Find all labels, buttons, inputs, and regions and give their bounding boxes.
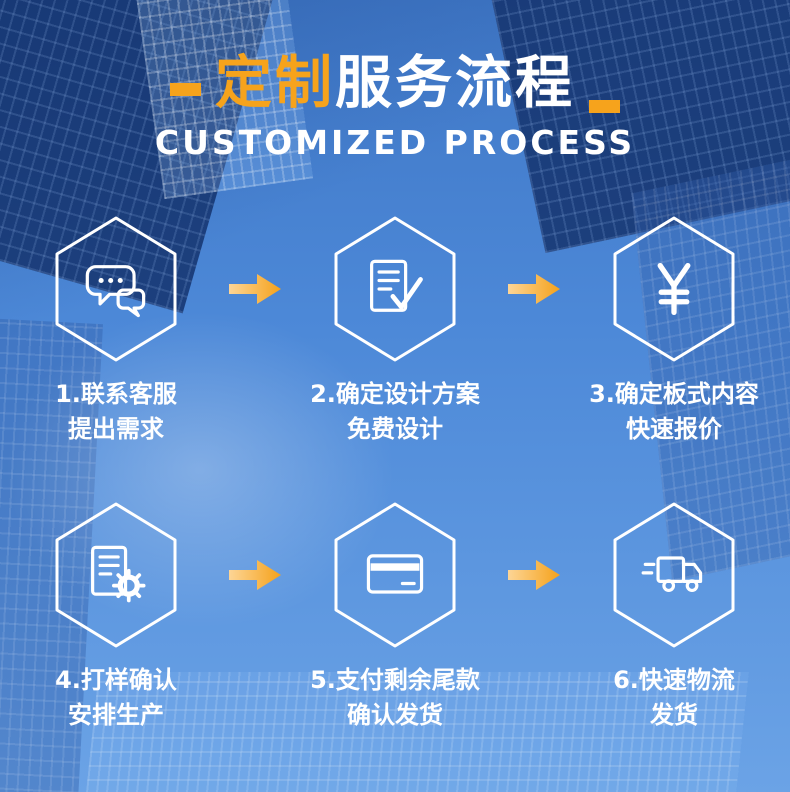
step-label-line2: 安排生产 [67,701,164,730]
step-label-line2: 免费设计 [346,414,443,443]
process-flow: 1.联系客服 提出需求 [0,214,790,733]
title-highlight: 定制 [215,50,335,116]
page-subtitle: CUSTOMIZED PROCESS [154,122,636,162]
title-accent-left [170,82,201,96]
step-label-line1: 4.打样确认 [55,666,177,695]
step-label: 6.快速物流 发货 [613,663,735,733]
hexagon-frame [330,214,460,364]
process-step-3: 3.确定板式内容 快速报价 [562,214,787,447]
credit-card-icon [366,554,424,595]
arrow-icon [507,557,562,593]
hexagon-frame [609,214,739,364]
process-step-5: 5.支付剩余尾款 确认发货 [283,500,508,733]
design-document-check-icon [370,259,423,312]
process-row-1: 1.联系客服 提出需求 [0,214,790,447]
hexagon-outline [334,216,456,362]
hexagon-outline [613,216,735,362]
step-label-line2: 快速报价 [625,414,722,443]
yuan-price-icon [657,262,691,315]
hexagon-frame [51,500,181,650]
process-step-6: 6.快速物流 发货 [562,500,787,733]
step-label-line1: 5.支付剩余尾款 [310,666,480,695]
light-glow [0,250,470,690]
hexagon-outline [55,216,177,362]
arrow-icon [228,271,283,307]
hexagon-outline [334,502,456,648]
arrow-icon [507,271,562,307]
chat-bubbles-icon [85,264,146,317]
title-accent-right [589,99,620,113]
hexagon-frame [330,500,460,650]
step-label-line1: 2.确定设计方案 [310,379,480,408]
title-rest: 服务流程 [335,50,575,116]
process-row-2: 4.打样确认 安排生产 [0,500,790,733]
step-label: 3.确定板式内容 快速报价 [589,377,759,447]
step-label: 4.打样确认 安排生产 [55,663,177,733]
step-label: 2.确定设计方案 免费设计 [310,377,480,447]
arrow-icon [228,557,283,593]
delivery-truck-icon [641,556,703,593]
step-label-line2: 提出需求 [67,414,164,443]
title-row: 定制服务流程 [155,50,635,116]
hexagon-frame [51,214,181,364]
hexagon-outline [55,502,177,648]
process-step-4: 4.打样确认 安排生产 [4,500,229,733]
process-step-2: 2.确定设计方案 免费设计 [283,214,508,447]
step-label: 5.支付剩余尾款 确认发货 [310,663,480,733]
process-step-1: 1.联系客服 提出需求 [4,214,229,447]
hexagon-frame [609,500,739,650]
step-label-line1: 3.确定板式内容 [589,379,759,408]
hexagon-outline [613,502,735,648]
header: 定制服务流程 CUSTOMIZED PROCESS [154,50,636,162]
step-label-line1: 1.联系客服 [55,379,177,408]
document-gear-icon [91,546,146,603]
step-label: 1.联系客服 提出需求 [55,377,177,447]
page-title: 定制服务流程 [215,50,575,116]
step-label-line1: 6.快速物流 [613,666,735,695]
step-label-line2: 确认发货 [346,701,443,730]
step-label-line2: 发货 [649,701,698,730]
